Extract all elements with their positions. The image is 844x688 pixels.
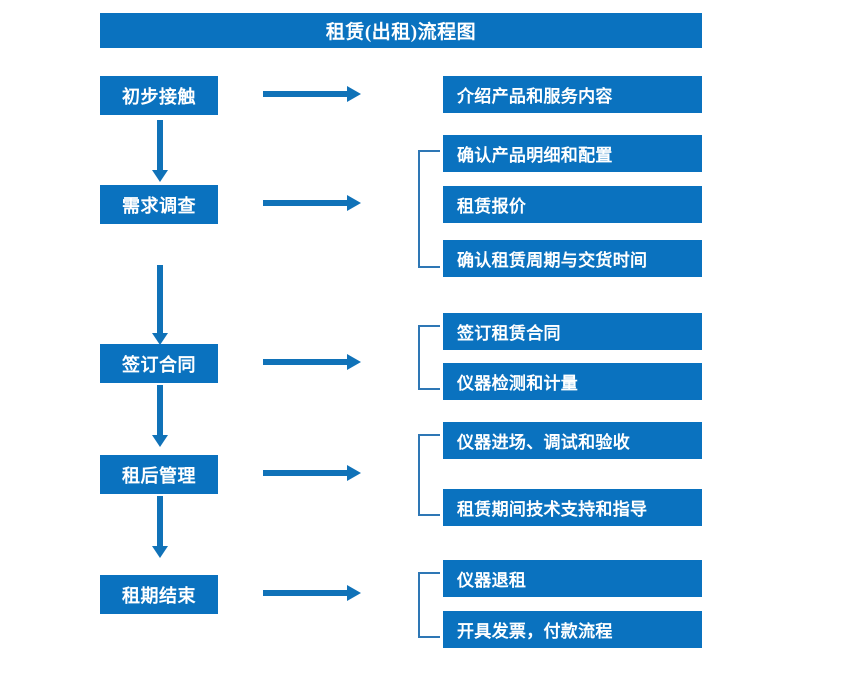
arrow-down-stage-1-to-2 (151, 120, 169, 182)
arrow-head (347, 195, 361, 211)
group-bracket-stage-4 (418, 434, 440, 516)
arrow-shaft (157, 496, 163, 546)
arrow-shaft (263, 91, 349, 97)
arrow-right-stage-5 (263, 584, 363, 602)
arrow-head (347, 86, 361, 102)
group-bracket-stage-3 (418, 325, 440, 390)
arrow-right-stage-1 (263, 85, 363, 103)
detail-box-2-2[interactable]: 租赁报价 (443, 186, 702, 223)
arrow-head (152, 435, 168, 447)
arrow-down-stage-4-to-5 (151, 496, 169, 558)
stage-box-post-rental-management[interactable]: 租后管理 (100, 455, 218, 494)
stage-box-lease-end[interactable]: 租期结束 (100, 575, 218, 614)
arrow-head (347, 585, 361, 601)
arrow-shaft (263, 200, 349, 206)
detail-box-1-1[interactable]: 介绍产品和服务内容 (443, 76, 702, 113)
group-bracket-stage-2 (418, 150, 440, 268)
arrow-down-stage-2-to-3 (151, 265, 169, 347)
arrow-head (347, 465, 361, 481)
arrow-head (152, 170, 168, 182)
arrow-shaft (157, 265, 163, 333)
group-bracket-stage-5 (418, 572, 440, 638)
arrow-head (347, 354, 361, 370)
arrow-shaft (157, 120, 163, 170)
detail-box-2-1[interactable]: 确认产品明细和配置 (443, 135, 702, 172)
detail-box-3-2[interactable]: 仪器检测和计量 (443, 363, 702, 400)
arrow-right-stage-4 (263, 464, 363, 482)
arrow-head (152, 546, 168, 558)
arrow-right-stage-2 (263, 194, 363, 212)
arrow-right-stage-3 (263, 353, 363, 371)
detail-box-3-1[interactable]: 签订租赁合同 (443, 313, 702, 350)
diagram-title: 租赁(出租)流程图 (100, 13, 702, 48)
stage-box-sign-contract[interactable]: 签订合同 (100, 344, 218, 383)
detail-box-4-2[interactable]: 租赁期间技术支持和指导 (443, 489, 702, 526)
stage-box-initial-contact[interactable]: 初步接触 (100, 76, 218, 115)
stage-box-needs-survey[interactable]: 需求调查 (100, 185, 218, 224)
detail-box-4-1[interactable]: 仪器进场、调试和验收 (443, 422, 702, 459)
arrow-shaft (263, 470, 349, 476)
arrow-shaft (263, 359, 349, 365)
detail-box-2-3[interactable]: 确认租赁周期与交货时间 (443, 240, 702, 277)
arrow-shaft (157, 385, 163, 435)
detail-box-5-1[interactable]: 仪器退租 (443, 560, 702, 597)
arrow-down-stage-3-to-4 (151, 385, 169, 447)
arrow-head (152, 333, 168, 345)
arrow-shaft (263, 590, 349, 596)
detail-box-5-2[interactable]: 开具发票，付款流程 (443, 611, 702, 648)
